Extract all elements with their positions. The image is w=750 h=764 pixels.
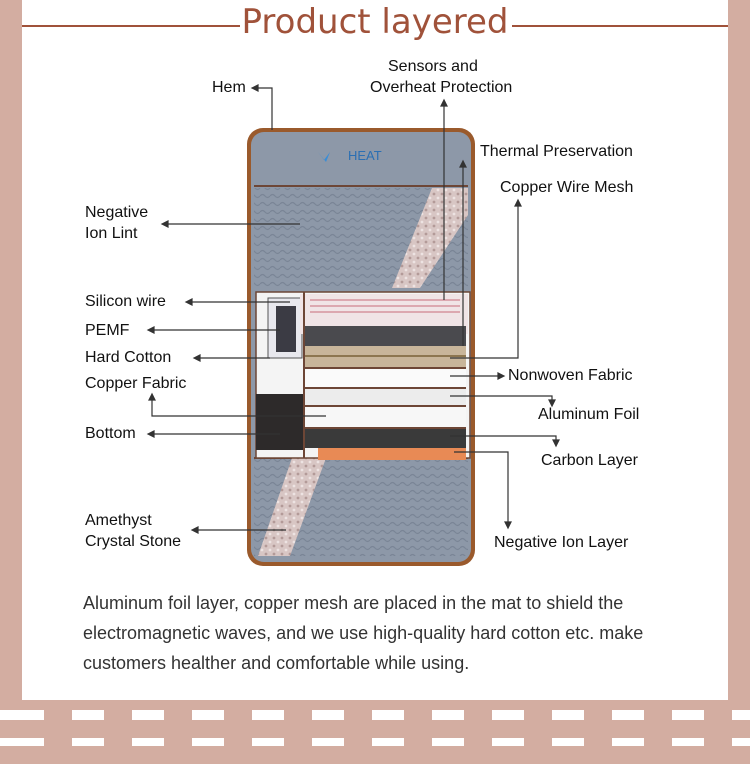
label-sensors-2: Overheat Protection (370, 77, 512, 99)
border-tooth (104, 700, 132, 764)
border-tooth (704, 700, 732, 764)
mat-body: HEAT (247, 128, 475, 566)
label-silicon-wire: Silicon wire (85, 291, 166, 313)
label-negative-ion-lint-1: Negative (85, 202, 148, 224)
label-hem: Hem (212, 77, 246, 99)
label-thermal-preservation: Thermal Preservation (480, 141, 633, 163)
label-negative-ion-lint-2: Ion Lint (85, 223, 137, 245)
label-copper-wire-mesh: Copper Wire Mesh (500, 177, 633, 199)
description-line: electromagnetic waves, and we use high-q… (83, 618, 683, 648)
label-negative-ion-layer: Negative Ion Layer (494, 532, 628, 554)
description: Aluminum foil layer, copper mesh are pla… (83, 588, 683, 678)
border-tooth (224, 700, 252, 764)
label-bottom: Bottom (85, 423, 136, 445)
border-tooth (644, 700, 672, 764)
brand-logo-text: HEAT (348, 148, 382, 163)
border-tooth (44, 700, 72, 764)
label-carbon-layer: Carbon Layer (541, 450, 638, 472)
label-copper-fabric: Copper Fabric (85, 373, 186, 395)
decorative-border (0, 700, 750, 764)
border-tooth (164, 700, 192, 764)
label-amethyst-1: Amethyst (85, 510, 152, 532)
border-tooth (464, 700, 492, 764)
label-sensors-1: Sensors and (388, 56, 478, 78)
label-aluminum-foil: Aluminum Foil (538, 404, 639, 426)
description-line: Aluminum foil layer, copper mesh are pla… (83, 588, 683, 618)
border-tooth (344, 700, 372, 764)
label-nonwoven-fabric: Nonwoven Fabric (508, 365, 633, 387)
description-line: customers healther and comfortable while… (83, 648, 683, 678)
border-tooth (584, 700, 612, 764)
label-amethyst-2: Crystal Stone (85, 531, 181, 553)
label-pemf: PEMF (85, 320, 129, 342)
border-tooth (284, 700, 312, 764)
label-hard-cotton: Hard Cotton (85, 347, 171, 369)
border-tooth (404, 700, 432, 764)
border-tooth (524, 700, 552, 764)
